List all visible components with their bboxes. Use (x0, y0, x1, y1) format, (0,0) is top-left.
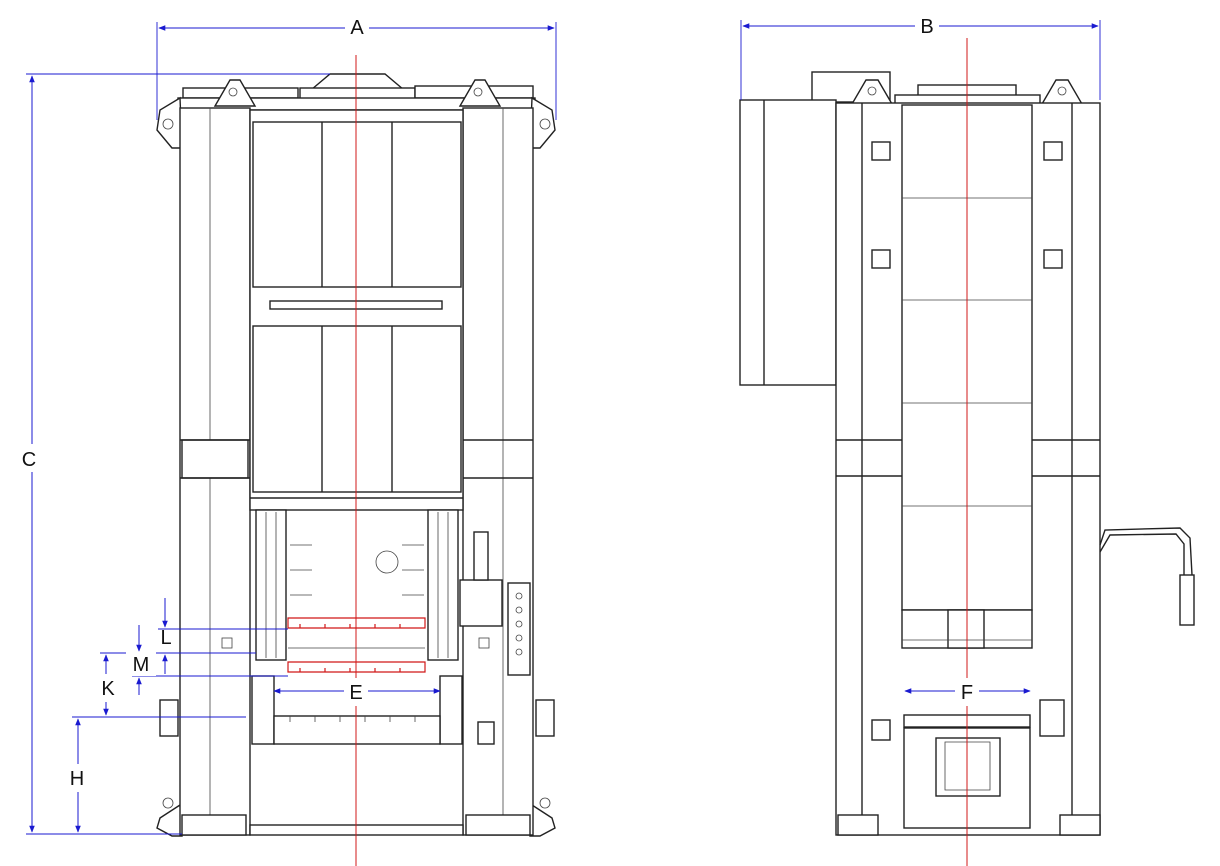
label-k: K (101, 678, 115, 700)
label-l: L (160, 627, 171, 649)
label-e: E (349, 682, 362, 704)
dimension-a: A (156, 14, 557, 120)
dimension-l: L (158, 598, 288, 674)
label-h: H (70, 768, 84, 790)
label-b: B (920, 16, 933, 38)
dimension-m: M (126, 625, 288, 695)
label-c: C (22, 449, 36, 471)
label-m: M (133, 654, 150, 676)
label-a: A (350, 17, 364, 39)
dimension-c: C (18, 73, 330, 835)
label-f: F (961, 682, 973, 704)
dimension-k: K (94, 652, 256, 716)
dimension-h: H (64, 716, 246, 833)
dimension-e: E (273, 678, 441, 706)
dimension-f: F (904, 678, 1031, 706)
dimension-b: B (740, 12, 1101, 100)
